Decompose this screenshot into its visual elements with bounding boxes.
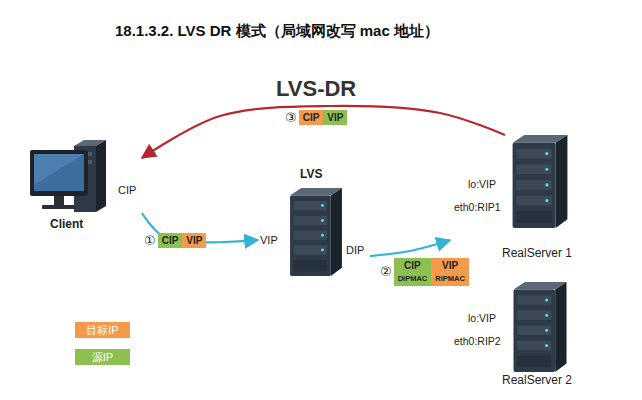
lvs-node: LVS VIP DIP xyxy=(258,168,370,280)
packet-field: VIP xyxy=(182,233,206,248)
interface-label: DIP xyxy=(346,244,364,257)
packet-fields: CIPVIPDIPMACRIPMAC xyxy=(394,258,469,286)
callout-number: ① xyxy=(142,234,158,248)
node-name: RealServer 2 xyxy=(502,374,572,387)
packet-field: CIP xyxy=(158,233,183,248)
real-server-node: lo:VIP eth0:RIP1RealServer 1 xyxy=(450,135,580,265)
packet-field: CIP xyxy=(299,110,324,125)
legend-swatch: 目标IP xyxy=(75,322,130,338)
client-computer xyxy=(30,140,106,212)
interface-label: VIP xyxy=(260,234,278,247)
packet-field: VIP xyxy=(431,258,469,273)
client-node: CIP Client xyxy=(22,138,142,238)
callout-number: ② xyxy=(378,265,394,279)
legend-swatch: 源IP xyxy=(75,349,130,365)
node-name: LVS xyxy=(300,168,322,181)
packet-field: RIPMAC xyxy=(431,273,469,286)
packet: ③CIPVIP xyxy=(283,110,347,125)
legend-text: 目标IP xyxy=(86,323,118,338)
node-name: RealServer 1 xyxy=(502,247,572,260)
legend-text: 源IP xyxy=(92,350,113,365)
page-title: 18.1.3.2. LVS DR 模式（局域网改写 mac 地址） xyxy=(115,22,439,41)
interface-label: eth0:RIP2 xyxy=(454,335,501,348)
interface-label: eth0:RIP1 xyxy=(454,201,501,214)
flow-arrow xyxy=(142,106,505,158)
real-server xyxy=(513,135,568,228)
lvs-server xyxy=(290,188,342,276)
interface-label: CIP xyxy=(118,184,136,197)
node-name: Client xyxy=(50,218,83,231)
packet-fields: CIPVIP xyxy=(158,233,207,248)
packet-field: VIP xyxy=(323,110,347,125)
flow-arrow xyxy=(370,240,450,256)
diagram-heading: LVS-DR xyxy=(276,76,356,102)
interface-label: lo:VIP xyxy=(468,312,496,325)
interface-label: lo:VIP xyxy=(468,178,496,191)
real-server-node: lo:VIP eth0:RIP2RealServer 2 xyxy=(450,280,580,392)
packet-field: DIPMAC xyxy=(394,273,432,286)
packet-field: CIP xyxy=(394,258,432,273)
callout-number: ③ xyxy=(283,111,299,125)
packet: ①CIPVIP xyxy=(142,233,206,248)
packet-fields: CIPVIP xyxy=(299,110,348,125)
real-server xyxy=(513,282,566,372)
packet: ②CIPVIPDIPMACRIPMAC xyxy=(378,258,469,286)
